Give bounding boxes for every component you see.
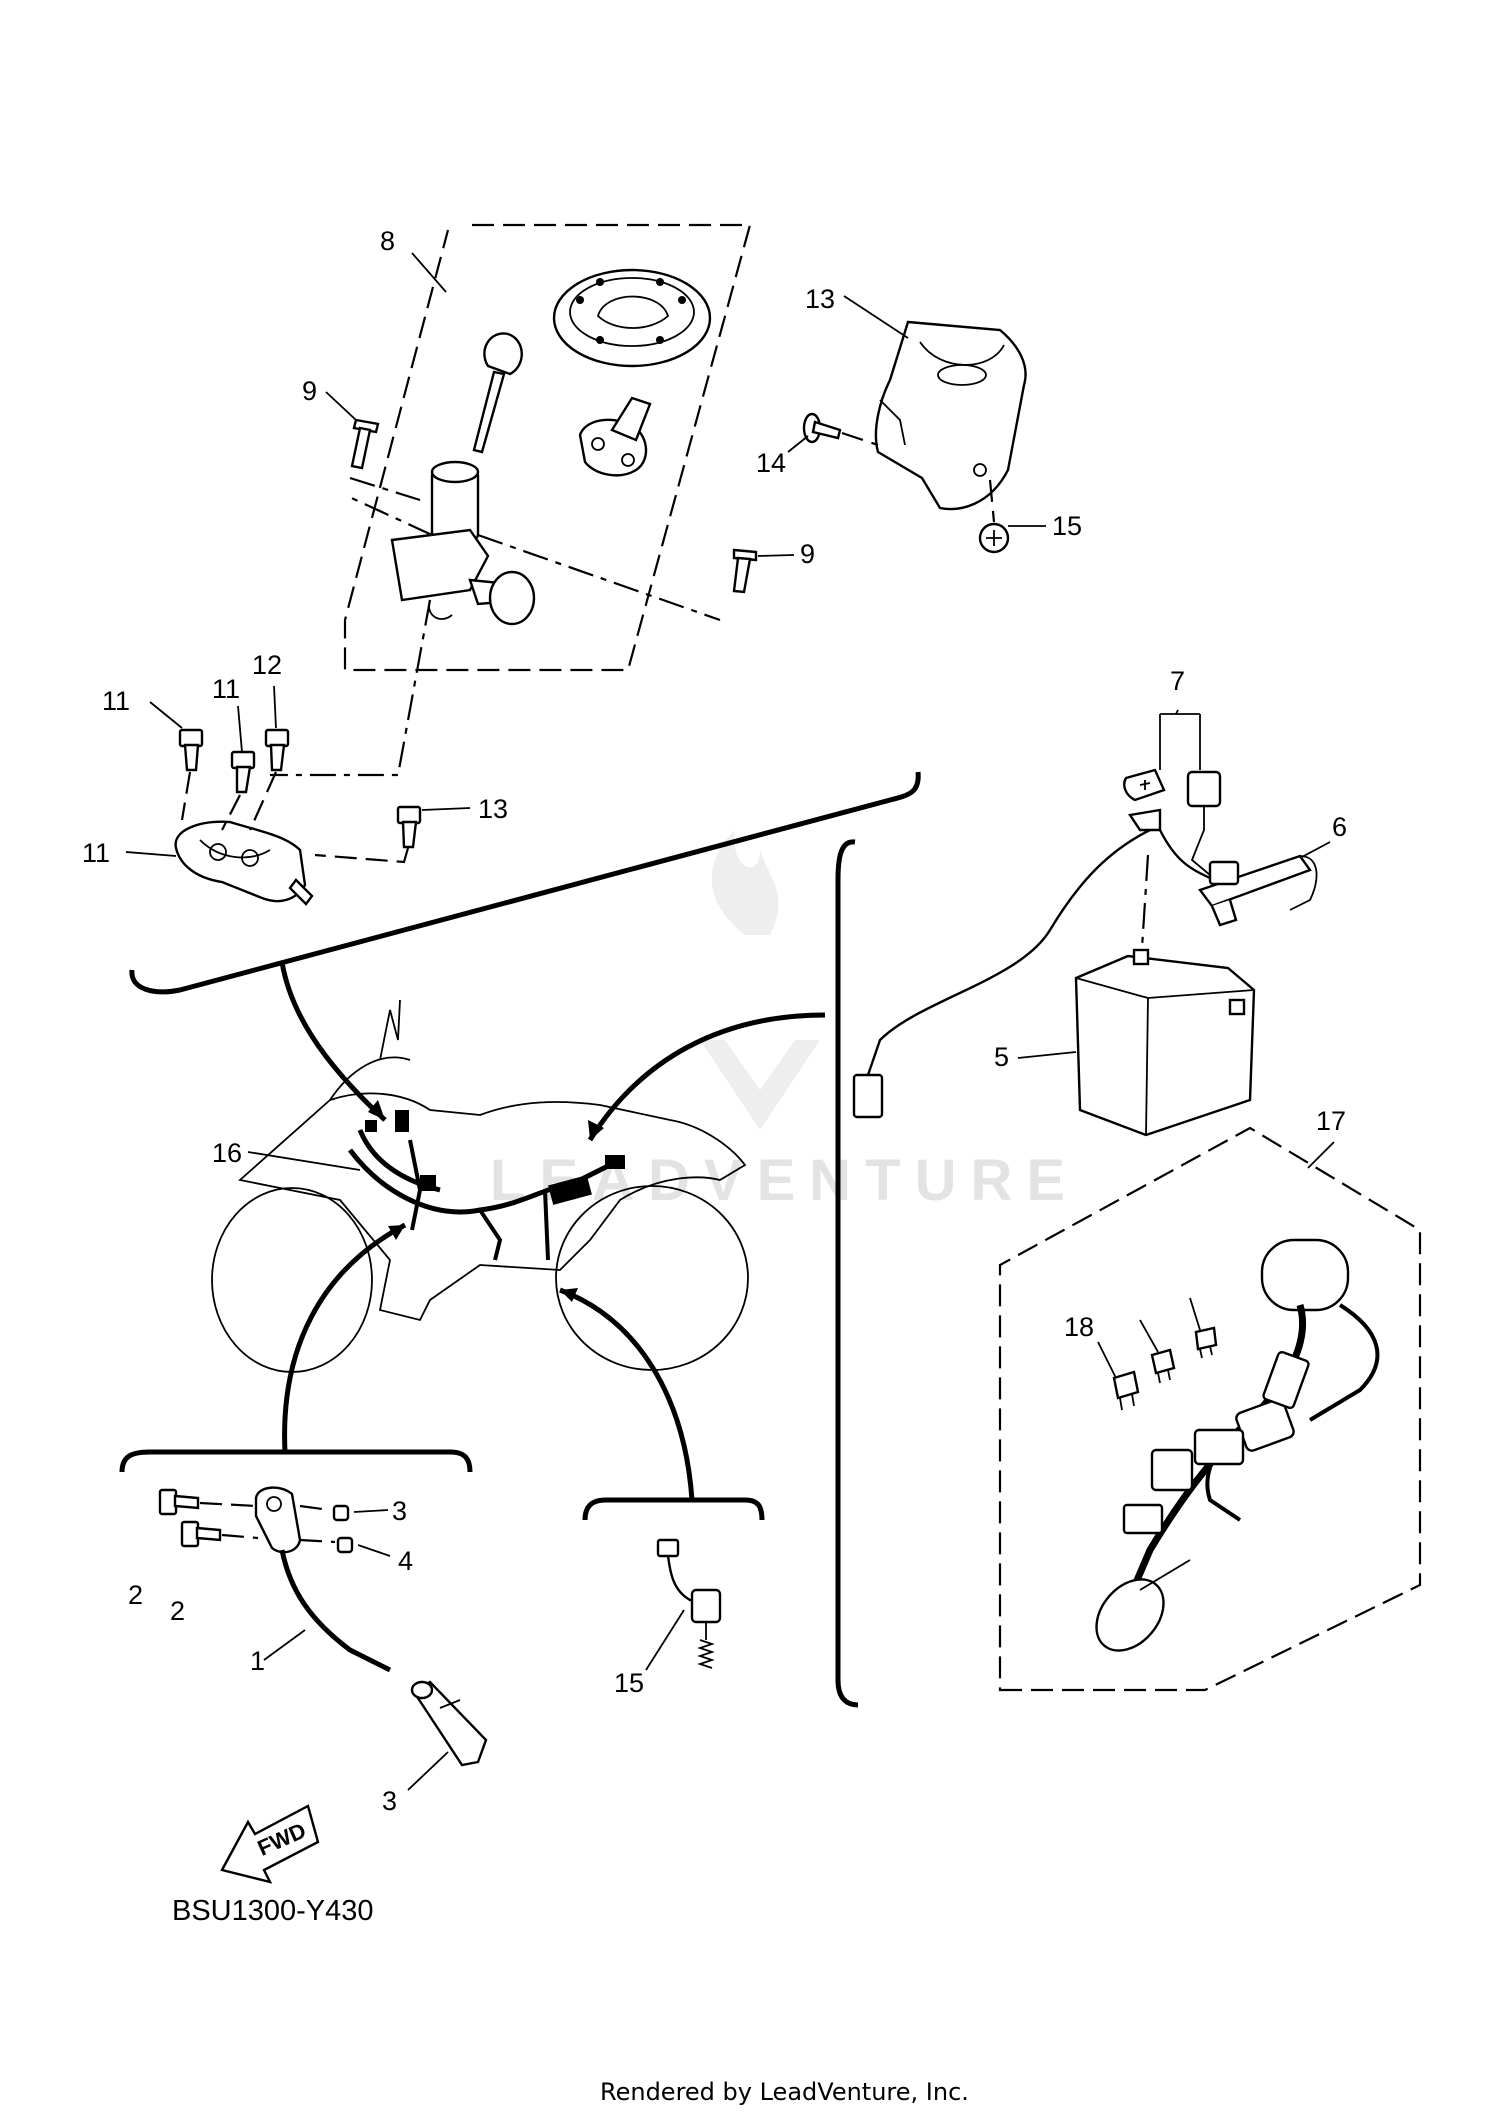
fuse-17-part bbox=[1150, 1348, 1176, 1384]
lower-mid-zoom-frame bbox=[582, 1497, 765, 1521]
fuse-16-part bbox=[1112, 1370, 1140, 1411]
bracket-10-part bbox=[174, 820, 314, 906]
callout-13-lower: 15 bbox=[1052, 511, 1082, 541]
leader-lines bbox=[125, 252, 1335, 1791]
collar-3-lower bbox=[336, 1536, 354, 1554]
bolt-11-a bbox=[178, 728, 204, 772]
collar-3-upper bbox=[332, 1504, 350, 1522]
callout-10: 11 bbox=[82, 838, 110, 868]
bolt-11-b bbox=[230, 750, 256, 794]
forward-arrow-icon: FWD bbox=[220, 1804, 320, 1884]
callout-13-upper: 14 bbox=[756, 448, 786, 478]
bolt-2-lower bbox=[180, 1520, 222, 1548]
screw-13-lower bbox=[978, 522, 1010, 554]
harness-15-detail bbox=[1095, 1238, 1380, 1652]
callout-15-right: 17 bbox=[1316, 1106, 1346, 1136]
battery-cable-7-part bbox=[852, 768, 1240, 1119]
diagram-code: BSU1300-Y430 bbox=[172, 1895, 374, 1927]
callout-2-lower: 2 bbox=[170, 1596, 185, 1626]
callout-2-upper: 2 bbox=[128, 1580, 143, 1610]
bolt-11-c bbox=[264, 728, 290, 772]
callout-14: 15 bbox=[614, 1668, 644, 1698]
callout-6: 6 bbox=[1332, 812, 1347, 842]
callout-4: 3 bbox=[382, 1786, 397, 1816]
callout-3-upper: 3 bbox=[392, 1496, 407, 1526]
callout-9-right: 9 bbox=[800, 539, 815, 569]
battery-5-part bbox=[1074, 948, 1256, 1137]
callout-11-a: 11 bbox=[102, 686, 130, 716]
wire-harness-15-on-bike bbox=[348, 1110, 625, 1261]
lower-left-zoom-frame bbox=[119, 1449, 473, 1473]
callout-11-c: 12 bbox=[252, 650, 282, 680]
bolt-9-left bbox=[350, 418, 380, 470]
battery-band-6-part bbox=[1198, 854, 1318, 927]
cable-1-part bbox=[254, 1486, 392, 1673]
screw-13-upper bbox=[802, 412, 842, 444]
callout-8: 8 bbox=[380, 226, 395, 256]
callout-7: 7 bbox=[1170, 666, 1185, 696]
callout-16: 18 bbox=[1064, 1312, 1094, 1342]
group-15-harness bbox=[998, 1126, 1422, 1692]
switch-14-part bbox=[656, 1538, 722, 1669]
seat-lock-part bbox=[578, 396, 652, 477]
group-8-ignition-set bbox=[270, 223, 752, 777]
cover-12-part bbox=[874, 320, 1027, 511]
upper-zoom-frame bbox=[129, 771, 921, 995]
callout-11-b: 11 bbox=[212, 674, 240, 704]
callout-1: 1 bbox=[250, 1646, 265, 1676]
watermark-logo bbox=[700, 830, 820, 1130]
callout-11-d: 13 bbox=[478, 794, 508, 824]
ignition-key-part bbox=[472, 332, 523, 454]
main-switch-part bbox=[390, 460, 536, 626]
right-zoom-frame bbox=[835, 839, 859, 1708]
fuse-18-part bbox=[1194, 1326, 1218, 1359]
bolt-2-upper bbox=[158, 1488, 200, 1516]
callout-15-bike: 16 bbox=[212, 1138, 242, 1168]
motorcycle-silhouette bbox=[211, 999, 749, 1373]
callout-9-left: 9 bbox=[302, 376, 317, 406]
render-credit: Rendered by LeadVenture, Inc. bbox=[600, 2078, 969, 2106]
callout-5: 5 bbox=[994, 1042, 1009, 1072]
bolt-11-d bbox=[396, 805, 422, 849]
plug-cap-4-part bbox=[410, 1680, 488, 1767]
callout-12: 13 bbox=[805, 284, 835, 314]
bolt-9-right bbox=[732, 548, 758, 594]
callout-3-lower: 4 bbox=[398, 1546, 413, 1576]
fuel-cap-part bbox=[552, 268, 712, 368]
